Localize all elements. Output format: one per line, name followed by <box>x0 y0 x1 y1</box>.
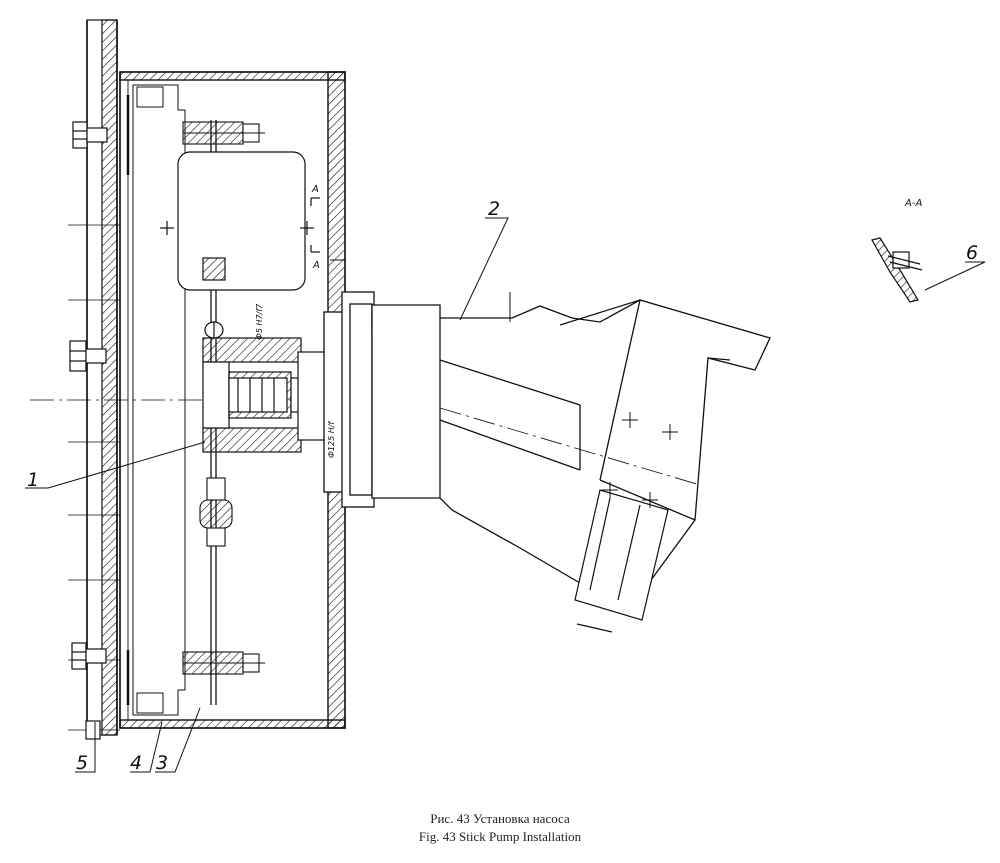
plate-bolt-lower <box>71 642 107 670</box>
section-mark-top: A <box>311 184 319 195</box>
callout-4: 4 <box>130 752 142 774</box>
pump-shaft <box>290 351 329 441</box>
callout-leaders <box>25 217 986 773</box>
upper-component <box>160 151 314 291</box>
pump-center-marks <box>509 292 678 508</box>
callout-1: 1 <box>27 469 39 491</box>
plate-bolt-bottom <box>85 720 101 740</box>
section-view-label: A-A <box>904 198 922 209</box>
bracket-bolt-bottom <box>182 651 265 675</box>
pump-flange <box>323 259 375 508</box>
section-view-detail <box>871 237 923 303</box>
dimension-label-flange: Ф125 Н/f <box>327 421 336 458</box>
callout-5: 5 <box>76 752 88 774</box>
callout-6: 6 <box>966 242 978 264</box>
coupling-hub <box>202 257 302 453</box>
inner-frame <box>126 84 186 716</box>
pump-port-block <box>574 489 669 633</box>
caption-russian: Рис. 43 Установка насоса <box>430 811 570 826</box>
plate-bolt-middle <box>69 340 107 372</box>
section-cut-marks <box>310 197 320 253</box>
caption-english: Fig. 43 Stick Pump Installation <box>418 829 582 844</box>
pump-body <box>371 299 771 596</box>
bracket-bolt-top <box>182 121 265 145</box>
dimension-label-hub: Ф5 Н7/f7 <box>255 303 264 340</box>
callout-3: 3 <box>156 752 168 774</box>
elastic-element <box>199 477 233 547</box>
section-mark-bottom: A <box>312 260 320 271</box>
pump-axis-line <box>439 407 701 486</box>
plate-bolt-top <box>72 121 108 149</box>
mounting-plate <box>86 19 118 736</box>
callout-2: 2 <box>488 198 500 220</box>
